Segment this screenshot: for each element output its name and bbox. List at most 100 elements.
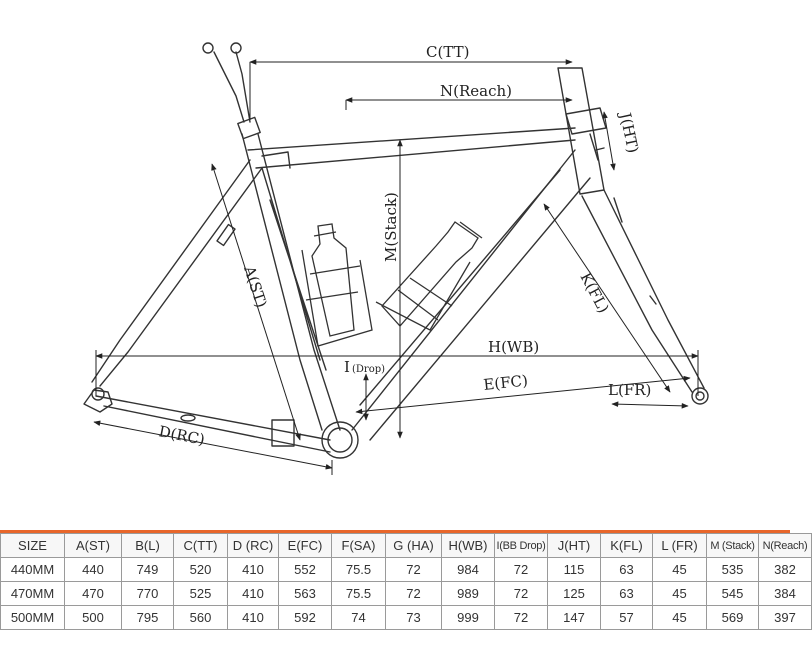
header-size: SIZE [0,533,65,558]
header-wb: H(WB) [441,533,495,558]
table-cell: 563 [278,581,332,606]
reach-label: N(Reach) [440,82,512,100]
seat-clamp [237,116,261,140]
geometry-spec-table: SIZE A(ST) B(L) C(TT) D (RC) E(FC) F(SA)… [0,530,812,630]
header-reach: N(Reach) [758,533,812,558]
table-cell: 72 [385,581,442,606]
bike-frame-geometry-diagram: C(TT) N(Reach) J(HT) M(Stack) A(ST) K(FL… [83,42,709,475]
seat-post [213,51,251,123]
header-tt: C(TT) [173,533,228,558]
table-cell: 75.5 [331,557,386,582]
cell-size: 500MM [0,605,65,630]
table-top-accent-bar [0,530,790,533]
table-cell: 410 [227,581,279,606]
table-cell: 72 [494,557,548,582]
ht-label: J(HT) [616,109,643,155]
front-axle-inner [695,391,705,401]
table-cell: 520 [173,557,228,582]
table-cell: 125 [547,581,601,606]
water-bottle-seat-tube [301,223,373,347]
table-cell: 984 [441,557,495,582]
table-cell: 45 [652,557,707,582]
st-dimension-line [211,163,301,441]
rear-dropout [83,389,113,413]
header-fl: K(FL) [600,533,653,558]
wb-label: H(WB) [488,338,539,356]
saddle-clamp-right [230,42,242,54]
table-cell: 384 [758,581,812,606]
header-l: B(L) [121,533,174,558]
table-cell: 63 [600,581,653,606]
table-cell: 795 [121,605,174,630]
top-tube [247,127,576,169]
table-cell: 552 [278,557,332,582]
table-row: 470MM 470 770 525 410 563 75.5 72 989 72… [0,581,812,606]
table-cell: 63 [600,557,653,582]
tt-label: C(TT) [426,43,469,61]
table-cell: 382 [758,557,812,582]
table-cell: 569 [706,605,759,630]
fl-label: K(FL) [576,269,612,316]
drop-sublabel: (Drop) [352,364,385,375]
table-header-row: SIZE A(ST) B(L) C(TT) D (RC) E(FC) F(SA)… [0,533,812,558]
saddle-clamp-left [202,42,214,54]
table-cell: 72 [494,581,548,606]
table-row: 500MM 500 795 560 410 592 74 73 999 72 1… [0,605,812,630]
table-cell: 770 [121,581,174,606]
cell-size: 470MM [0,581,65,606]
table-cell: 545 [706,581,759,606]
stack-label: M(Stack) [382,192,400,262]
fork-detail [613,197,657,305]
rear-axle [91,387,105,401]
table-cell: 45 [652,605,707,630]
table-cell: 72 [385,557,442,582]
front-axle [691,387,709,405]
fc-label: E(FC) [483,371,529,394]
header-fc: E(FC) [278,533,332,558]
header-fr: L (FR) [652,533,707,558]
table-cell: 989 [441,581,495,606]
table-cell: 147 [547,605,601,630]
ht-dimension-line [602,111,616,171]
table-cell: 57 [600,605,653,630]
head-tube [557,67,605,195]
rc-label: D(RC) [157,422,206,449]
header-ha: G (HA) [385,533,442,558]
table-cell: 440 [64,557,122,582]
header-rc: D (RC) [227,533,279,558]
table-cell: 74 [331,605,386,630]
table-cell: 75.5 [331,581,386,606]
table-cell: 560 [173,605,228,630]
table-row: 440MM 440 749 520 410 552 75.5 72 984 72… [0,557,812,582]
header-bb-drop: I(BB Drop) [494,533,548,558]
headset-top [565,107,607,135]
header-ht: J(HT) [547,533,601,558]
table-cell: 410 [227,605,279,630]
table-cell: 749 [121,557,174,582]
cell-size: 440MM [0,557,65,582]
rc-dimension-line [93,420,333,470]
table-cell: 45 [652,581,707,606]
table-cell: 592 [278,605,332,630]
table-cell: 72 [494,605,548,630]
drop-label: I [344,358,350,376]
down-tube-inner [359,169,561,406]
table-cell: 115 [547,557,601,582]
dimension-lines [93,59,699,475]
top-tube-inner [261,151,291,169]
header-sa: F(SA) [331,533,386,558]
table-cell: 999 [441,605,495,630]
table-cell: 500 [64,605,122,630]
fl-dimension-line [543,203,671,393]
table-cell: 73 [385,605,442,630]
header-stack: M (Stack) [706,533,759,558]
table-cell: 470 [64,581,122,606]
head-tube-detail [589,133,605,161]
chain-stay-detail [180,414,196,422]
table-cell: 535 [706,557,759,582]
table-cell: 525 [173,581,228,606]
table-cell: 410 [227,557,279,582]
bottom-bracket-inner [327,427,353,453]
table-cell: 397 [758,605,812,630]
st-label: A(ST) [240,263,271,310]
